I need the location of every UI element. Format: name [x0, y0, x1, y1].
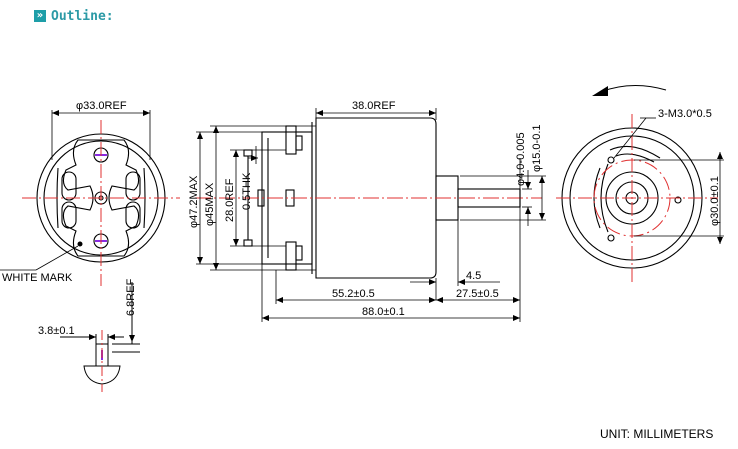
rotation-arc	[599, 84, 667, 93]
dim-30-lines	[634, 152, 724, 244]
screw-leader	[613, 117, 656, 159]
rear-slot-left	[61, 171, 77, 201]
dim-45-label: φ45MAX	[204, 182, 216, 226]
white-mark-label: WHITE MARK	[2, 272, 73, 284]
dim-4-5-label: 4.5	[466, 270, 481, 282]
outline-title: Outline:	[51, 8, 114, 24]
dim-6-8-label: 6.8REF	[125, 278, 137, 316]
dim-88-label: 88.0±0.1	[362, 306, 405, 318]
dim-0-5-thk-label: 0.5THK	[241, 172, 253, 210]
dim-47-2-label: φ47.2MAX	[188, 175, 200, 228]
outline-header: » Outline:	[34, 8, 114, 24]
chevron-right-icon: »	[34, 10, 46, 22]
dim-27-5-label: 27.5±0.5	[456, 288, 499, 300]
side-dimension-lines	[196, 108, 546, 322]
rotation-arrow-icon	[592, 86, 608, 96]
white-mark-dot	[77, 241, 83, 247]
dim-boss-label: φ15.0-0.1	[531, 125, 543, 173]
dim-3-8-label: 3.8±0.1	[38, 325, 75, 337]
motor-can	[315, 117, 437, 279]
brush-holder-outline	[62, 139, 140, 257]
terminal-top-side	[285, 125, 297, 155]
dim-shaft-label: φ4.0-0.005	[515, 132, 527, 186]
white-mark-leader	[35, 245, 79, 271]
front-centerlines	[556, 114, 718, 284]
screw-label: 3-M3.0*0.5	[658, 108, 712, 120]
dim-30-label: φ30.0±0.1	[709, 176, 721, 226]
dim-28-label: 28.0REF	[224, 178, 236, 222]
terminal-bottom-side	[285, 241, 297, 271]
rear-slot-right	[125, 171, 141, 201]
dim-55-2-label: 55.2±0.5	[332, 288, 375, 300]
dim-33-label: φ33.0REF	[76, 100, 127, 112]
rear-centerlines	[22, 120, 180, 286]
dim-33-lines	[51, 110, 151, 160]
unit-note: UNIT: MILLIMETERS	[600, 427, 714, 441]
dim-38-label: 38.0REF	[352, 100, 396, 112]
